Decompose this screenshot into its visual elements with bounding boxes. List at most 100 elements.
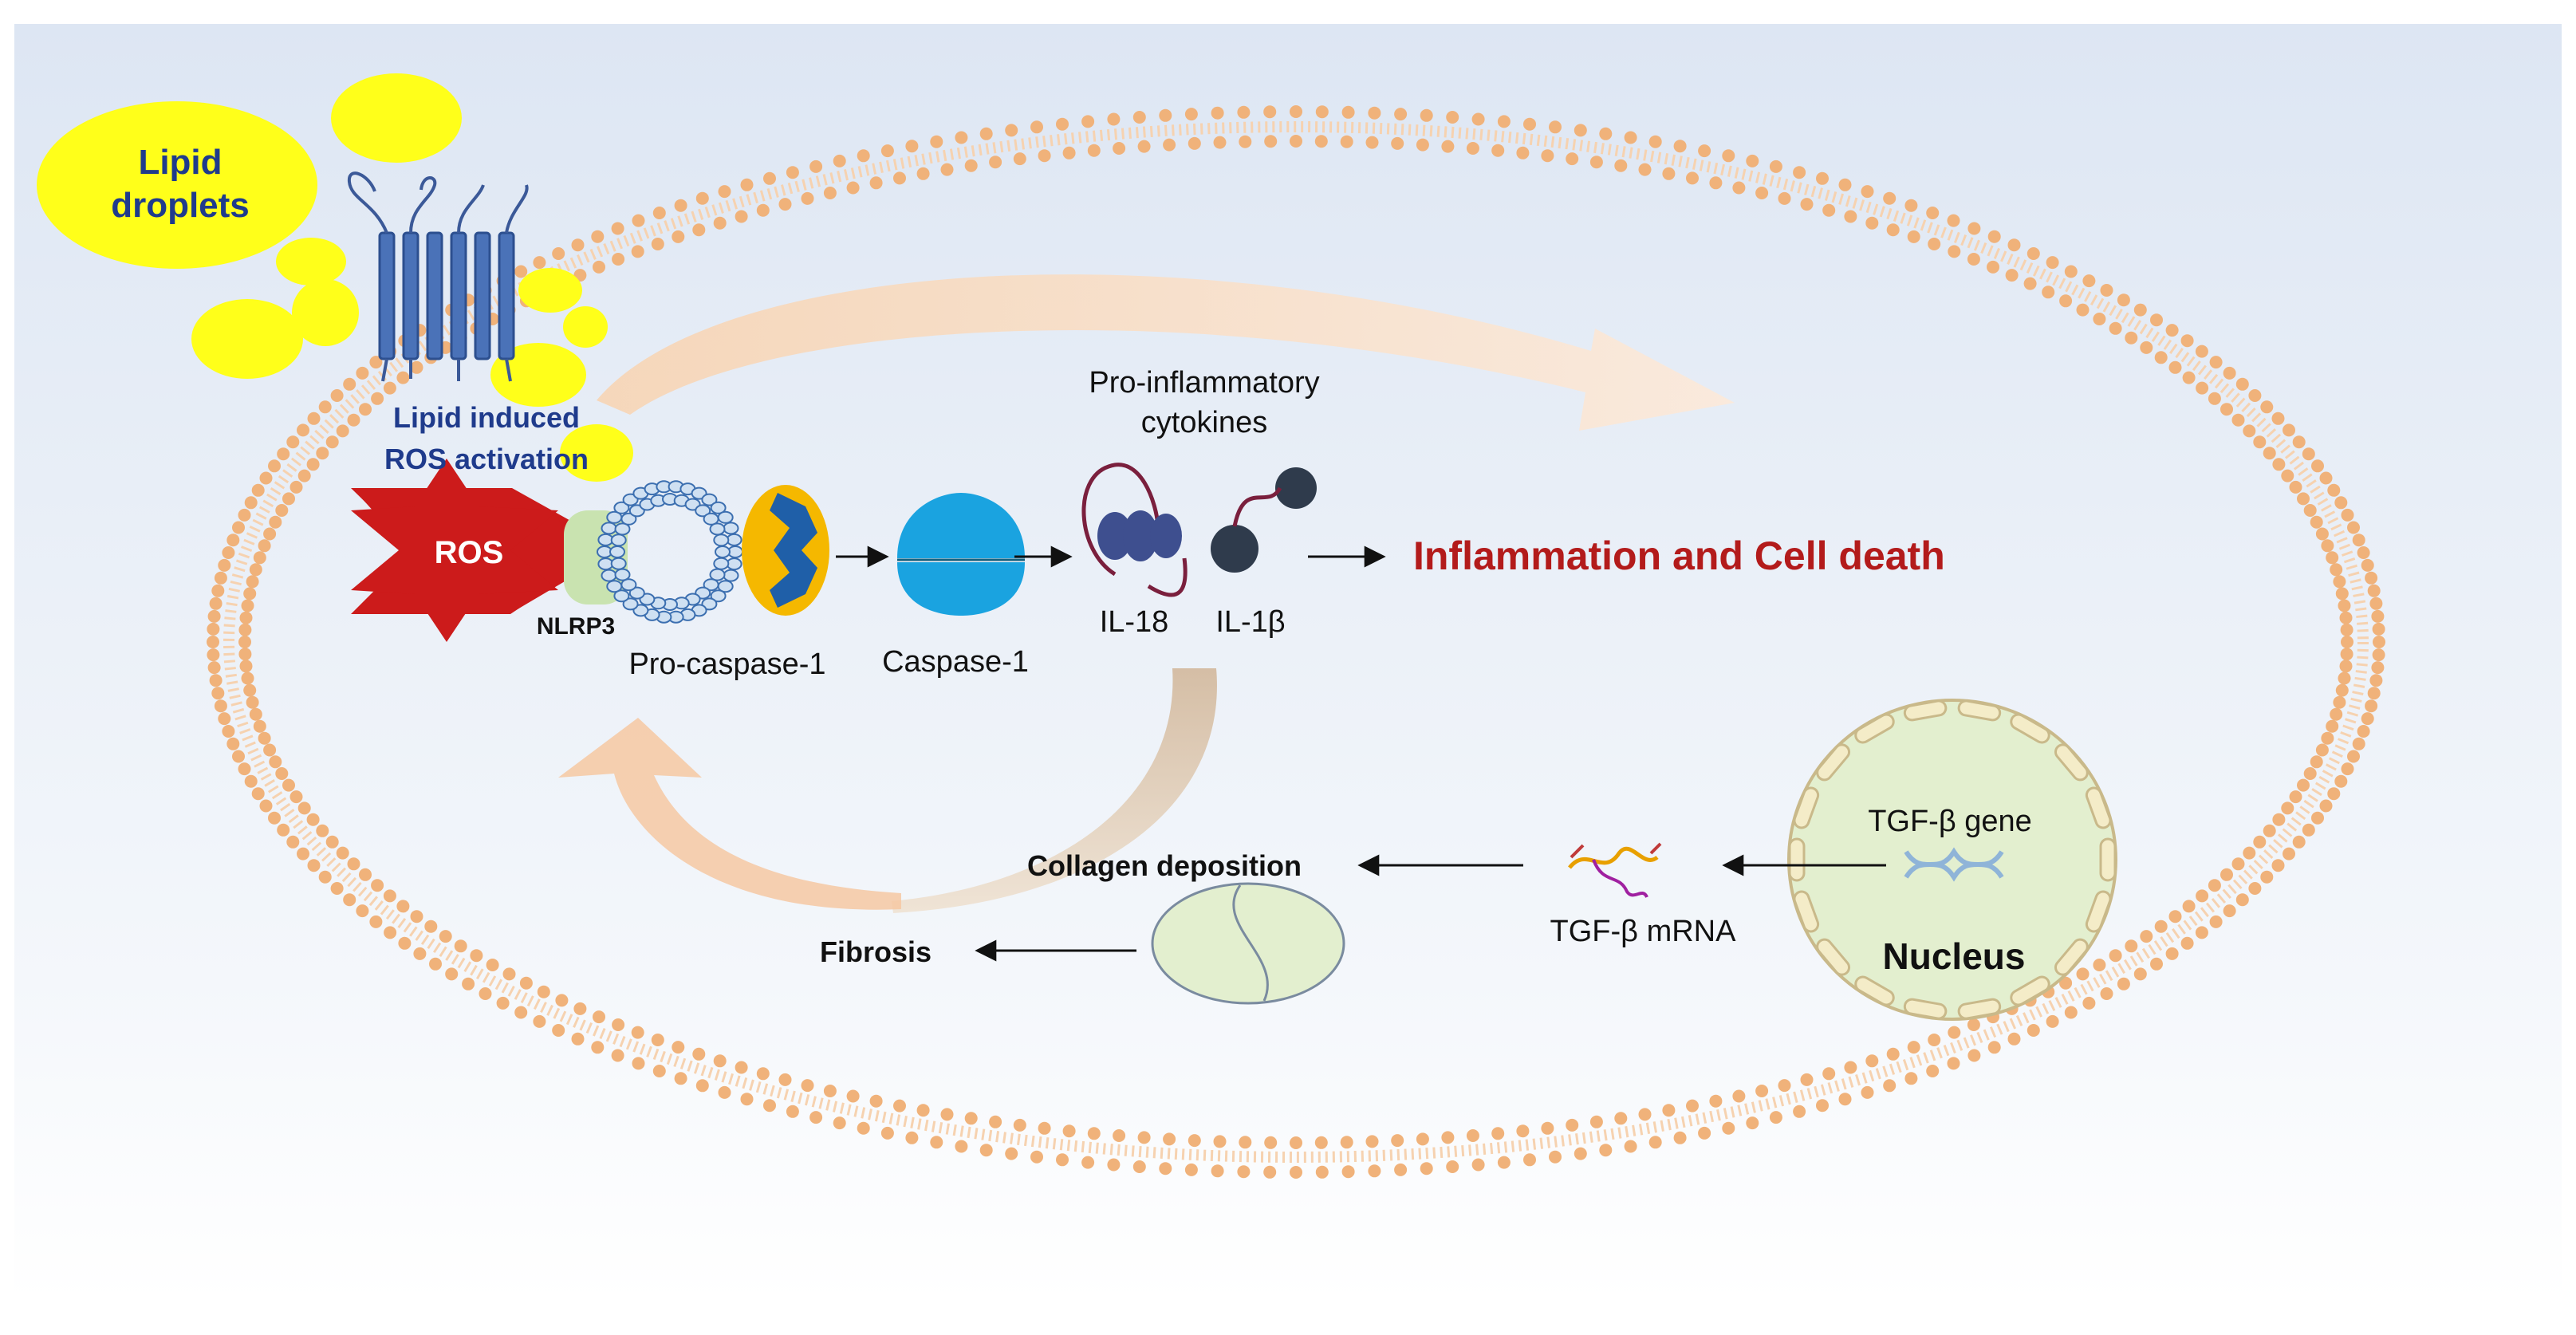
membrane-lipid-head <box>243 587 257 601</box>
membrane-lipid-head <box>2248 882 2262 895</box>
membrane-lipid-head <box>1904 1072 1918 1085</box>
membrane-lipid-head <box>356 366 369 380</box>
membrane-lipid-head <box>930 1136 943 1149</box>
membrane-lipid-head <box>519 976 533 990</box>
membrane-lipid-head <box>833 1116 846 1130</box>
membrane-lipid-head <box>1844 210 1857 223</box>
ros-star-points <box>351 459 558 642</box>
membrane-lipid-head <box>1290 105 1302 118</box>
inflammasome-bead <box>713 534 730 547</box>
membrane-lipid-head <box>2289 790 2302 804</box>
dna-helix-icon <box>1904 847 2004 882</box>
membrane-lipid-head <box>243 683 257 697</box>
membrane-lipid-head <box>2109 321 2122 335</box>
membrane-lipid-head <box>591 230 605 243</box>
lipid-droplet <box>191 299 303 379</box>
membrane-lipid-tails <box>223 121 2369 1163</box>
inflammasome-bead <box>620 578 637 592</box>
membrane-lipid-head <box>251 787 265 801</box>
membrane-lipid-head <box>2283 847 2295 860</box>
membrane-lipid-head <box>2311 811 2324 825</box>
membrane-lipid-head <box>2082 996 2096 1010</box>
nuclear-envelope-segment <box>1957 998 2002 1020</box>
membrane-lipid-head <box>1132 111 1146 124</box>
membrane-lipid-head <box>1709 176 1723 190</box>
lipid-droplet <box>276 238 346 286</box>
membrane-lipid-head <box>277 447 290 461</box>
membrane-lipid-head <box>1793 166 1806 179</box>
inflammasome-bead <box>715 545 731 558</box>
membrane-lipid-head <box>290 790 303 804</box>
membrane-lipid-head <box>1340 1136 1353 1149</box>
membrane-lipid-head <box>2150 957 2163 971</box>
membrane-lipid-head <box>1722 1121 1735 1135</box>
membrane-lipid-head <box>1005 1147 1018 1160</box>
membrane-lipid-head <box>1113 142 1126 155</box>
nuclear-envelope-segment <box>1793 890 1820 933</box>
membrane-lipid-head <box>2372 648 2385 662</box>
membrane-lipid-head <box>1365 1135 1379 1148</box>
membrane-lipid-head <box>356 904 369 918</box>
membrane-lipid-head <box>1087 1127 1101 1140</box>
membrane-lipid-head <box>2165 947 2179 960</box>
pro-caspase-1-label: Pro-caspase-1 <box>628 648 825 681</box>
membrane-lipid-head <box>2361 558 2374 572</box>
membrane-lipid-head <box>1113 1129 1126 1142</box>
membrane-lipid-head <box>2076 967 2090 981</box>
membrane-lipid-head <box>2271 412 2285 425</box>
membrane-lipid-head <box>232 750 245 763</box>
membrane-lipid-head <box>2208 879 2221 892</box>
membrane-lipid-head <box>955 131 968 144</box>
inflammasome-bead <box>717 510 734 524</box>
membrane-lipid-head <box>1541 149 1554 163</box>
membrane-lipid-head <box>735 210 748 223</box>
membrane-lipid-head <box>2140 930 2153 943</box>
membrane-lipid-head <box>1263 1165 1277 1179</box>
cell-membrane <box>207 105 2385 1179</box>
membrane-lipid-head <box>1947 1057 1960 1070</box>
membrane-lipid-head <box>2333 575 2346 589</box>
membrane-lipid-head <box>786 166 799 179</box>
membrane-lipid-head <box>1159 1162 1172 1176</box>
transmembrane-receptor-icon <box>347 171 529 382</box>
membrane-lipid-head <box>1264 1136 1278 1149</box>
inflammasome-bead <box>609 545 625 558</box>
membrane-lipid-head <box>2046 1014 2059 1028</box>
inflammasome-bead <box>703 578 719 592</box>
inflammasome-bead <box>622 493 639 506</box>
membrane-lipid-head <box>2303 504 2317 517</box>
membrane-lipid-head <box>232 521 245 534</box>
membrane-lipid-head <box>462 977 475 990</box>
membrane-lipid-head <box>1365 136 1379 149</box>
membrane-lipid-head <box>424 920 438 933</box>
inflammasome-bead <box>620 512 637 526</box>
membrane-lipid-head <box>1574 124 1587 137</box>
membrane-lipid-head <box>246 575 259 589</box>
membrane-lipid-head <box>249 563 262 577</box>
membrane-lipid-head <box>1013 1118 1026 1132</box>
membrane-lipid-head <box>1816 171 1829 185</box>
membrane-lipid-head <box>343 377 356 391</box>
membrane-lipid-head <box>275 504 289 517</box>
membrane-lipid-head <box>869 1094 883 1108</box>
membrane-lipid-head <box>612 1018 625 1031</box>
membrane-lipid-head <box>369 915 383 928</box>
membrane-lipid-head <box>2341 636 2353 648</box>
membrane-lipid-head <box>2347 521 2360 534</box>
membrane-lipid-head <box>1755 1085 1769 1097</box>
membrane-lipid-head <box>238 623 252 636</box>
membrane-lipid-head <box>571 1032 585 1046</box>
membrane-lipid-head <box>2248 389 2262 402</box>
membrane-lipid-head <box>552 247 565 260</box>
membrane-lipid-head <box>2315 527 2329 541</box>
membrane-lipid-head <box>1928 238 1941 250</box>
membrane-lipid-head <box>2340 623 2353 636</box>
membrane-lipid-head <box>2196 889 2209 903</box>
membrane-lipid-head <box>1574 1147 1587 1160</box>
inflammasome-bead <box>601 569 617 582</box>
membrane-lipid-head <box>307 412 321 425</box>
membrane-lipid-head <box>207 622 220 636</box>
membrane-lipid-head <box>1523 117 1536 131</box>
lipid-droplets-cluster <box>37 73 633 482</box>
membrane-lipid-head <box>502 967 516 981</box>
